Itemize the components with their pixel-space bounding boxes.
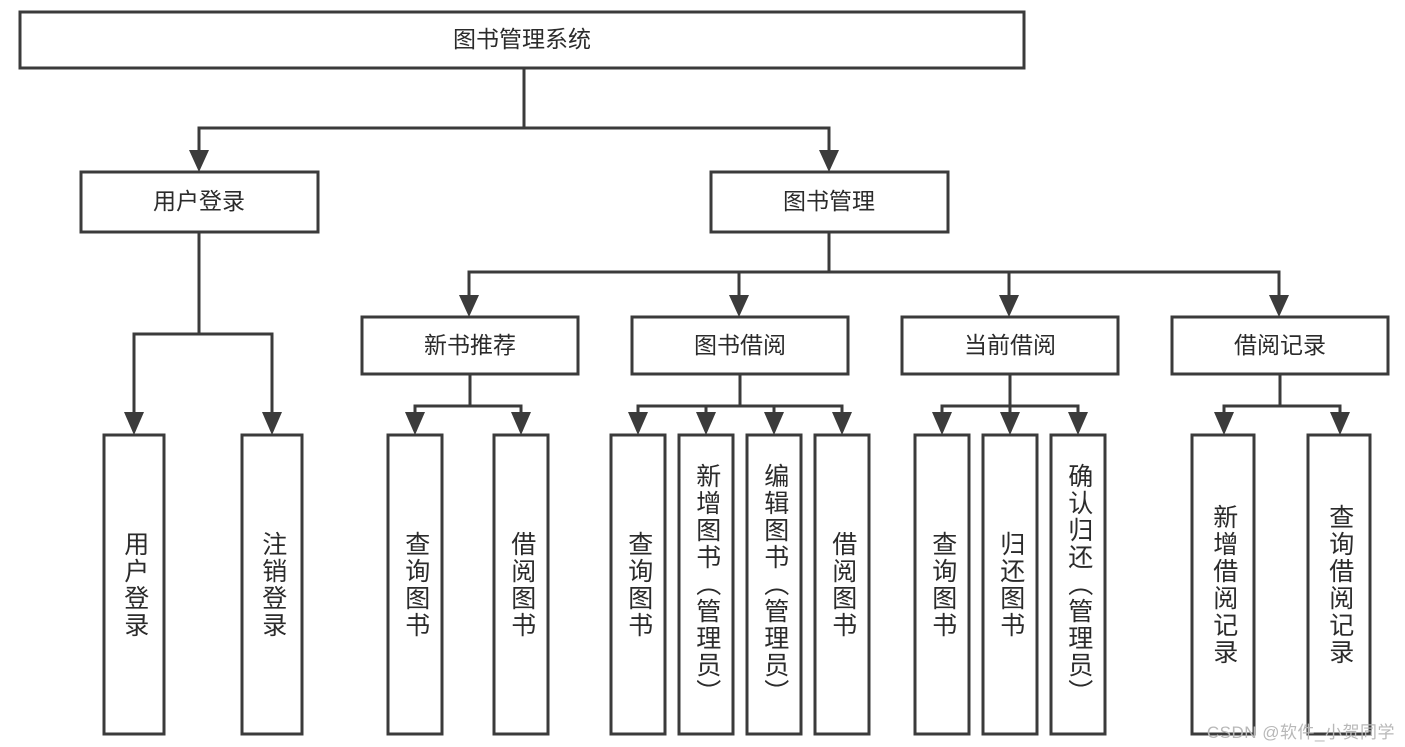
leaf-box-query-borrow-record[interactable]	[1306, 433, 1372, 736]
node-user-login-box[interactable]	[79, 170, 320, 234]
node-root-box[interactable]	[18, 10, 1026, 70]
node-book-management-label: 图书管理	[783, 188, 875, 214]
arrow-head-icon	[1269, 295, 1289, 317]
arrow-head-icon	[459, 295, 479, 317]
leaf-box-query-book-borrow[interactable]	[609, 433, 667, 736]
leaf-box-edit-book[interactable]	[745, 433, 803, 736]
node-new-book-recommend-label: 新书推荐	[424, 332, 516, 358]
connector-book-borrow-to-leaves	[628, 372, 852, 435]
arrow-head-icon	[729, 295, 749, 317]
connector-current-borrow-to-leaves	[932, 372, 1088, 435]
watermark-text: CSDN @软件_小贺同学	[1206, 723, 1395, 742]
leaf-box-query-book-current[interactable]	[913, 433, 971, 736]
node-current-borrow-box[interactable]	[900, 315, 1120, 376]
arrow-head-icon	[1000, 412, 1020, 435]
leaf-box-add-borrow-record[interactable]	[1190, 433, 1256, 736]
node-book-borrow[interactable]: 图书借阅	[630, 315, 850, 376]
connector-root-to-level2	[189, 66, 839, 172]
node-current-borrow[interactable]: 当前借阅	[900, 315, 1120, 376]
node-new-book-recommend-box[interactable]	[360, 315, 580, 376]
arrow-head-icon	[511, 412, 531, 435]
arrow-head-icon	[832, 412, 852, 435]
leaf-box-add-book[interactable]	[677, 433, 735, 736]
node-root[interactable]: 图书管理系统	[18, 10, 1026, 70]
arrow-head-icon	[819, 150, 839, 172]
connector-user-login-to-leaves	[124, 230, 282, 435]
arrow-head-icon	[1330, 412, 1350, 435]
arrow-head-icon	[262, 412, 282, 435]
node-user-login[interactable]: 用户登录	[79, 170, 320, 234]
arrow-head-icon	[999, 295, 1019, 317]
leaf-box-query-book-recommend[interactable]	[386, 433, 444, 736]
arrow-head-icon	[764, 412, 784, 435]
arrow-head-icon	[1068, 412, 1088, 435]
arrow-head-icon	[124, 412, 144, 435]
connector-borrow-record-to-leaves	[1214, 372, 1350, 435]
arrow-head-icon	[932, 412, 952, 435]
connector-book-management-to-level3	[459, 230, 1289, 317]
node-book-borrow-label: 图书借阅	[694, 332, 786, 358]
arrow-head-icon	[696, 412, 716, 435]
leaf-box-borrow-book[interactable]	[813, 433, 871, 736]
connector-new-book-recommend-to-leaves	[405, 372, 531, 435]
node-borrow-record-label: 借阅记录	[1234, 332, 1326, 358]
arrow-head-icon	[628, 412, 648, 435]
leaf-box-borrow-book-recommend[interactable]	[492, 433, 550, 736]
leaf-box-confirm-return[interactable]	[1049, 433, 1107, 736]
leaf-box-user-login[interactable]	[102, 433, 166, 736]
node-new-book-recommend[interactable]: 新书推荐	[360, 315, 580, 376]
arrow-head-icon	[1214, 412, 1234, 435]
node-book-management[interactable]: 图书管理	[709, 170, 950, 234]
leaf-box-logout[interactable]	[240, 433, 304, 736]
node-borrow-record[interactable]: 借阅记录	[1170, 315, 1390, 376]
leaf-box-return-book[interactable]	[981, 433, 1039, 736]
node-user-login-label: 用户登录	[153, 188, 245, 214]
node-root-label: 图书管理系统	[453, 26, 591, 52]
arrow-head-icon	[405, 412, 425, 435]
node-current-borrow-label: 当前借阅	[964, 332, 1056, 358]
arrow-head-icon	[189, 150, 209, 172]
